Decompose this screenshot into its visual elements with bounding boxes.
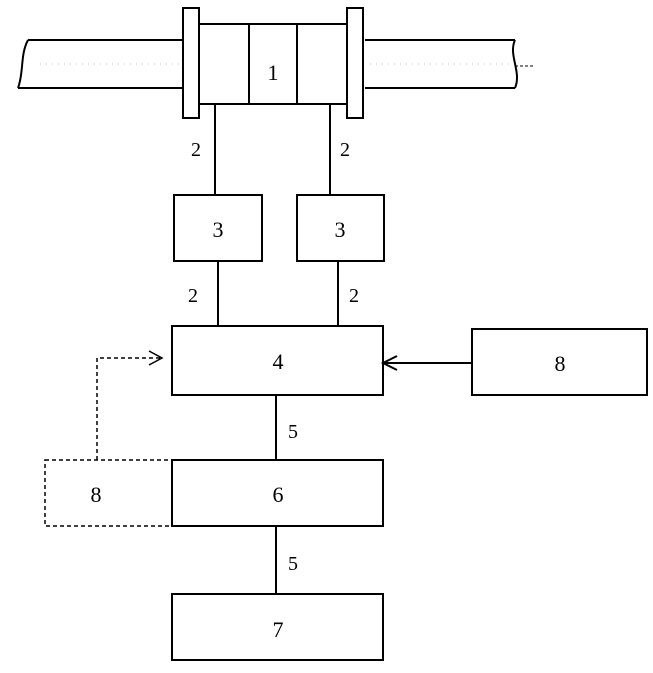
sensor-right-label: 3 <box>335 217 346 242</box>
external-input-label: 8 <box>555 351 566 376</box>
connection-mid-right-label: 2 <box>349 285 359 307</box>
feedback-dashed-line <box>96 357 160 460</box>
pipe-left-break <box>17 39 29 89</box>
controller-label: 6 <box>273 482 284 507</box>
processor-box <box>171 325 384 396</box>
controller-box <box>171 459 384 527</box>
processor-label: 4 <box>273 349 284 374</box>
pipe-right-break <box>512 39 518 89</box>
output-unit-label: 7 <box>273 617 284 642</box>
connection-top-right-label: 2 <box>340 139 350 161</box>
feedback-source-box <box>44 459 173 527</box>
sensor-right-box <box>296 194 385 262</box>
external-input-box <box>471 328 648 396</box>
connection-mid-left-label: 2 <box>188 285 198 307</box>
measuring-section: 1 <box>198 23 348 105</box>
feedback-arrowhead <box>148 350 164 366</box>
flange-right <box>346 7 364 119</box>
external-input-arrowhead <box>380 355 398 371</box>
pipe-section-label: 1 <box>268 60 279 85</box>
sensor-left-label: 3 <box>213 217 224 242</box>
pipe <box>17 39 535 89</box>
output-unit-box <box>171 593 384 661</box>
link-upper-label: 5 <box>288 421 298 443</box>
sensor-left-box <box>173 194 263 262</box>
measuring-section-body <box>198 23 348 105</box>
link-lower-label: 5 <box>288 553 298 575</box>
connection-top-left-label: 2 <box>191 139 201 161</box>
feedback-source-label: 8 <box>91 482 102 507</box>
flange-left <box>182 7 200 119</box>
